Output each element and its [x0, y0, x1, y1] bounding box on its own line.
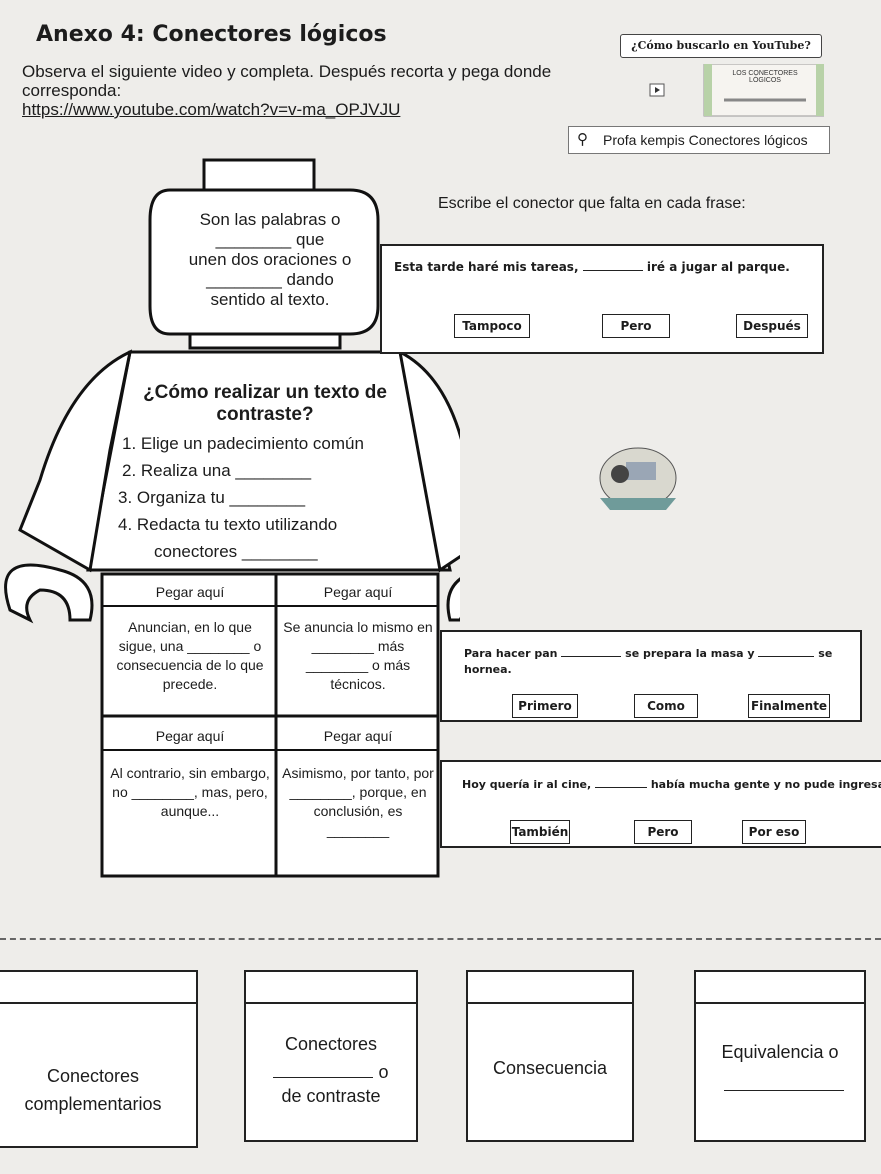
sentence-part: se prepara la masa y: [621, 647, 759, 660]
youtube-hint-label: ¿Cómo buscarlo en YouTube?: [620, 34, 822, 58]
cut-line: [0, 938, 881, 940]
sentence-part: iré a jugar al parque.: [642, 260, 790, 274]
head-line: ________ dando: [206, 270, 334, 289]
cutout-label-bottom: de contraste: [281, 1086, 381, 1106]
instruction-text: Observa el siguiente video y completa. D…: [22, 62, 552, 100]
cutout-label: Equivalencia o: [721, 1042, 839, 1062]
answer-blank[interactable]: [273, 1077, 374, 1078]
search-box[interactable]: ⚲ Profa kempis Conectores lógicos: [568, 126, 830, 154]
grid-text: Al contrario, sin embargo, no ________, …: [110, 765, 270, 819]
cutout-label: Consecuencia: [492, 1058, 608, 1078]
paste-header: Pegar aquí: [323, 728, 393, 744]
answer-blank[interactable]: [724, 1090, 844, 1091]
video-title: LOS CONECTORES LÓGICOS: [732, 70, 798, 84]
video-thumbnail[interactable]: LOS CONECTORES LÓGICOS: [634, 63, 825, 120]
sentence-part: Para hacer pan: [464, 647, 562, 660]
exercise-strip-3: Hoy quería ir al cine, había mucha gente…: [440, 760, 881, 848]
option-label[interactable]: Pero: [602, 314, 670, 338]
cutout-box-equivalencia[interactable]: Equivalencia o: [694, 970, 866, 1142]
grid-text: Anuncian, en lo que sigue, una ________ …: [116, 619, 264, 692]
cutout-box-complementarios[interactable]: Conectores complementarios: [0, 970, 198, 1148]
answer-blank[interactable]: [758, 656, 815, 657]
cutout-tab: [0, 972, 196, 1004]
option-label[interactable]: Finalmente: [748, 694, 830, 718]
paste-header: Pegar aquí: [323, 584, 393, 600]
cutout-tab: [468, 972, 632, 1004]
answer-blank[interactable]: [561, 656, 622, 657]
grid-text: Asimismo, por tanto, por ________, porqu…: [282, 765, 434, 838]
search-icon: ⚲: [577, 131, 588, 148]
cutout-label-top: Conectores: [284, 1034, 378, 1054]
cutout-label-mid: o: [246, 1062, 416, 1083]
option-label[interactable]: Tampoco: [454, 314, 530, 338]
grid-text: Se anuncia lo mismo en ________ más ____…: [283, 619, 433, 692]
paste-header: Pegar aquí: [155, 728, 225, 744]
step-item: 4. Redacta tu texto utilizando: [118, 515, 338, 534]
option-label[interactable]: También: [510, 820, 570, 844]
answer-blank[interactable]: [582, 270, 643, 271]
head-line: Son las palabras o: [199, 210, 341, 229]
video-link[interactable]: https://www.youtube.com/watch?v=v-ma_OPJ…: [22, 100, 401, 119]
exercise-sentence: Esta tarde haré mis tareas, iré a jugar …: [394, 260, 814, 274]
step-item: 3. Organiza tu ________: [118, 488, 306, 507]
lego-head-text: Son las palabras o ________ que unen dos…: [160, 210, 380, 310]
option-label[interactable]: Como: [634, 694, 698, 718]
sentence-part: Esta tarde haré mis tareas,: [394, 260, 583, 274]
exercise-sentence: Para hacer pan se prepara la masa y se h…: [464, 646, 854, 678]
option-label[interactable]: Después: [736, 314, 808, 338]
option-label[interactable]: Pero: [634, 820, 692, 844]
head-line: ________ que: [215, 230, 325, 249]
cutout-box-contraste[interactable]: Conectores o de contraste: [244, 970, 418, 1142]
cutout-label: Conectores complementarios: [24, 1066, 162, 1114]
option-label[interactable]: Primero: [512, 694, 578, 718]
exercise-heading: Escribe el conector que falta en cada fr…: [438, 195, 746, 212]
sentence-part: Hoy quería ir al cine,: [462, 778, 596, 791]
head-line: unen dos oraciones o: [188, 250, 352, 269]
page-title: Anexo 4: Conectores lógicos: [36, 22, 387, 47]
answer-blank[interactable]: [595, 787, 648, 788]
step-item: 2. Realiza una ________: [122, 461, 312, 480]
head-line: sentido al texto.: [210, 290, 330, 309]
lego-figure: [4, 158, 460, 878]
step-item: conectores ________: [154, 542, 318, 561]
step-item: 1. Elige un padecimiento común: [122, 434, 364, 453]
body-title: ¿Cómo realizar un texto de contraste?: [143, 382, 387, 425]
option-label[interactable]: Por eso: [742, 820, 806, 844]
sentence-part: había mucha gente y no pude ingresa: [647, 778, 881, 791]
cutout-tab: [696, 972, 864, 1004]
cutout-label-mid-text: o: [378, 1062, 389, 1082]
search-text: Profa kempis Conectores lógicos: [603, 132, 808, 148]
exercise-strip-1: Esta tarde haré mis tareas, iré a jugar …: [380, 244, 824, 354]
illustration-badge-icon: [599, 447, 677, 510]
cutout-tab: [246, 972, 416, 1004]
exercise-sentence: Hoy quería ir al cine, había mucha gente…: [462, 778, 881, 791]
exercise-strip-2: Para hacer pan se prepara la masa y se h…: [440, 630, 862, 722]
video-thumbnail-graphic: [634, 63, 825, 120]
paste-header: Pegar aquí: [155, 584, 225, 600]
cutout-box-consecuencia[interactable]: Consecuencia: [466, 970, 634, 1142]
steps-list: 1. Elige un padecimiento común 2. Realiz…: [118, 430, 408, 565]
sentence-part: se hornea.: [464, 647, 833, 676]
